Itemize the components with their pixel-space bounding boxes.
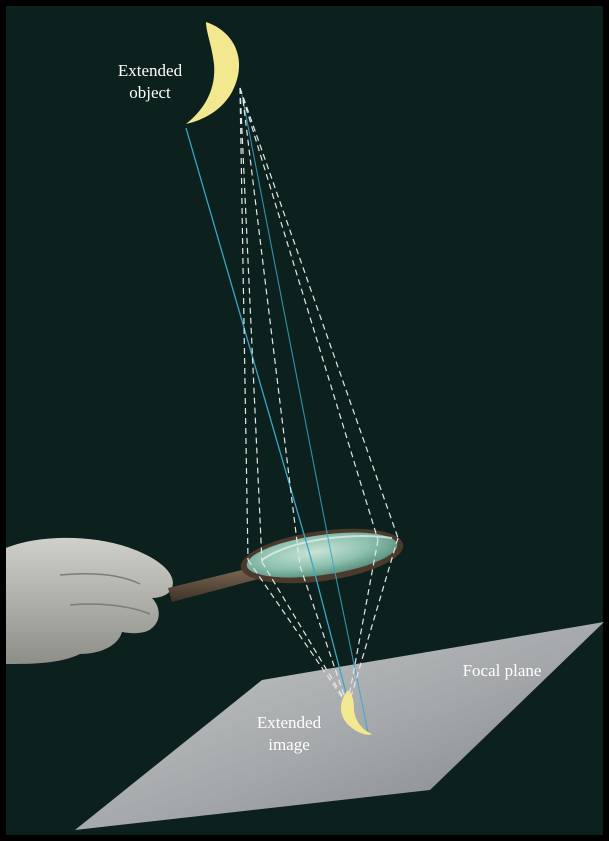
- image-label-line2: image: [268, 735, 310, 754]
- object-label-line2: object: [129, 83, 171, 102]
- focal-plane-label: Focal plane: [463, 661, 542, 680]
- object-label-line1: Extended: [118, 61, 183, 80]
- image-label-line1: Extended: [257, 713, 322, 732]
